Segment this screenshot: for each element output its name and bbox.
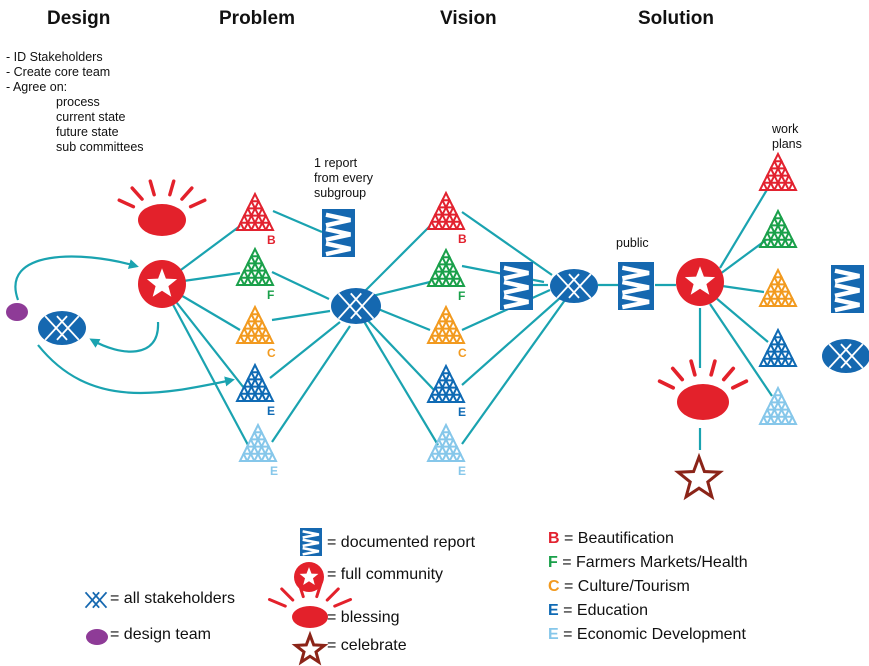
legend-code-row: B = Beautification — [548, 530, 674, 548]
legend-design-team-label: = design team — [110, 626, 211, 643]
design-note-line: - ID Stakeholders — [6, 50, 103, 64]
diagram-nodes: B F C E E B F C E E — [6, 151, 869, 501]
design-note-line: - Agree on: — [6, 80, 68, 94]
triangle-group-icon: E — [238, 422, 278, 478]
code-letter-c: C — [548, 578, 560, 595]
header-design: Design — [47, 8, 111, 29]
public-annotation: public — [616, 236, 649, 250]
header-vision: Vision — [440, 8, 497, 29]
group-letter: C — [458, 346, 467, 360]
legend-code-row: E = Education — [548, 602, 648, 620]
code-text: = Beautification — [564, 530, 674, 547]
code-letter-e2: E — [548, 626, 559, 643]
stakeholders-icon — [38, 311, 86, 345]
code-letter-b: B — [548, 530, 560, 547]
header-solution: Solution — [638, 8, 714, 29]
legend-code-row: E = Economic Development — [548, 626, 746, 644]
group-letter: E — [458, 405, 466, 419]
design-team-icon — [86, 629, 108, 645]
blessing-icon — [117, 179, 207, 236]
design-note-line: future state — [56, 125, 119, 139]
annotation-line: 1 report — [314, 156, 358, 170]
celebrate-icon — [291, 630, 329, 666]
group-letter: F — [458, 289, 465, 303]
triangle-group-icon: E — [426, 363, 466, 419]
triangle-group-icon: F — [426, 247, 466, 303]
legend-blessing-label: = blessing — [327, 609, 400, 626]
code-letter-f: F — [548, 554, 558, 571]
annotation-line: from every — [314, 171, 374, 185]
legend-icons — [84, 528, 353, 666]
triangle-group-icon: C — [426, 304, 467, 360]
community-icon — [138, 260, 186, 308]
design-note-line: current state — [56, 110, 126, 124]
design-notes: - ID Stakeholders - Create core team - A… — [6, 50, 144, 155]
triangle-group-icon: B — [426, 190, 467, 246]
community-icon — [676, 258, 724, 306]
triangle-group-icon — [758, 151, 798, 191]
design-note-line: process — [56, 95, 100, 109]
connector-lines — [14, 187, 773, 450]
annotation-line: plans — [772, 137, 802, 151]
report-icon — [300, 528, 322, 556]
design-team-icon — [6, 303, 28, 321]
stakeholders-icon — [84, 591, 108, 609]
stakeholders-icon — [331, 288, 381, 324]
group-letter: F — [267, 288, 274, 302]
work-plans-annotation: work plans — [772, 122, 802, 152]
report-icon — [322, 209, 355, 257]
code-letter-e: E — [548, 602, 559, 619]
group-letter: C — [267, 346, 276, 360]
triangle-group-icon: F — [235, 246, 275, 302]
legend-report-label: = documented report — [327, 534, 476, 551]
group-letter: E — [458, 464, 466, 478]
triangle-group-icon: B — [235, 191, 276, 247]
group-letter: B — [267, 233, 276, 247]
group-letter: E — [270, 464, 278, 478]
stakeholders-icon — [550, 269, 598, 303]
design-note-line: sub committees — [56, 140, 144, 154]
legend-code-row: C = Culture/Tourism — [548, 578, 690, 596]
stakeholders-icon — [822, 339, 869, 373]
annotation-line: work — [772, 122, 799, 136]
code-text: = Economic Development — [563, 626, 746, 643]
community-icon — [294, 562, 324, 592]
legend-stakeholders-label: = all stakeholders — [110, 590, 235, 607]
header-problem: Problem — [219, 8, 296, 29]
group-letter: E — [267, 404, 275, 418]
report-icon — [831, 265, 864, 313]
triangle-group-icon — [758, 327, 798, 367]
report-annotation: 1 report from every subgroup — [314, 156, 373, 201]
code-text: = Farmers Markets/Health — [562, 554, 748, 571]
code-text: = Education — [563, 602, 649, 619]
celebrate-icon — [674, 452, 724, 501]
triangle-group-icon — [758, 385, 798, 425]
design-note-line: - Create core team — [6, 65, 111, 79]
triangle-group-icon: E — [426, 422, 466, 478]
blessing-icon — [657, 359, 749, 420]
blessing-icon — [267, 581, 353, 628]
report-icon — [618, 262, 654, 310]
triangle-group-icon: E — [235, 362, 275, 418]
triangle-group-icon — [758, 267, 798, 307]
legend-code-row: F = Farmers Markets/Health — [548, 554, 748, 572]
code-text: = Culture/Tourism — [564, 578, 690, 595]
annotation-line: subgroup — [314, 186, 367, 200]
group-letter: B — [458, 232, 467, 246]
report-icon — [500, 262, 533, 310]
triangle-group-icon — [758, 208, 798, 248]
legend-community-label: = full community — [327, 566, 444, 583]
legend-celebrate-label: = celebrate — [327, 637, 407, 654]
triangle-group-icon: C — [235, 304, 276, 360]
